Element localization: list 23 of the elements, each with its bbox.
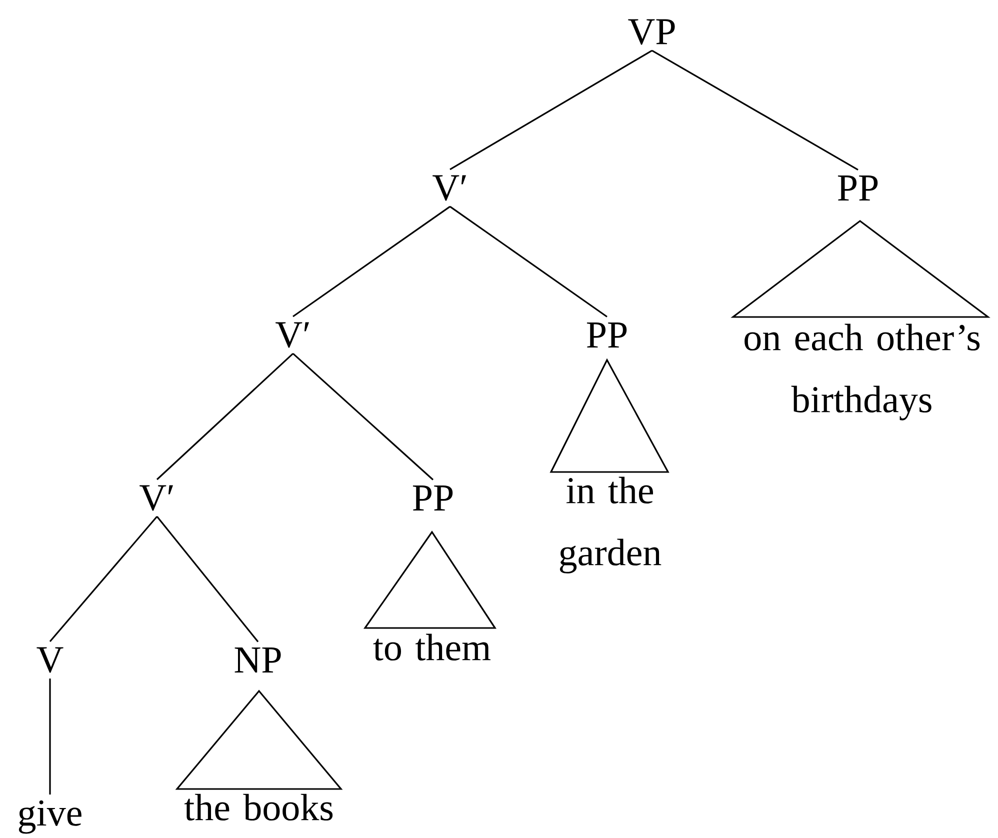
branch-line (49, 516, 158, 642)
category-label: PP (412, 486, 453, 510)
branch-line (652, 50, 858, 170)
category-label: V′ (276, 322, 309, 348)
phrase-text: on each other’s birthdays (744, 324, 980, 420)
branch-line (292, 352, 434, 480)
branch-line (156, 516, 259, 642)
phrase-text: to them (373, 634, 491, 661)
category-label: PP (586, 322, 627, 348)
word-text: give (18, 800, 82, 834)
category-label: PP (838, 176, 878, 200)
branch-line (450, 206, 608, 318)
category-label: NP (234, 648, 281, 672)
branch-line (450, 50, 652, 170)
category-label: V′ (140, 485, 173, 511)
branch-line (292, 206, 450, 318)
phrase-text: the books (184, 794, 333, 821)
branch-line (156, 352, 294, 480)
branch-line (49, 678, 51, 795)
phrase-text: in the garden (560, 476, 662, 574)
category-label: V (36, 647, 64, 673)
category-label: VP (628, 19, 675, 45)
category-label: V′ (432, 175, 466, 201)
